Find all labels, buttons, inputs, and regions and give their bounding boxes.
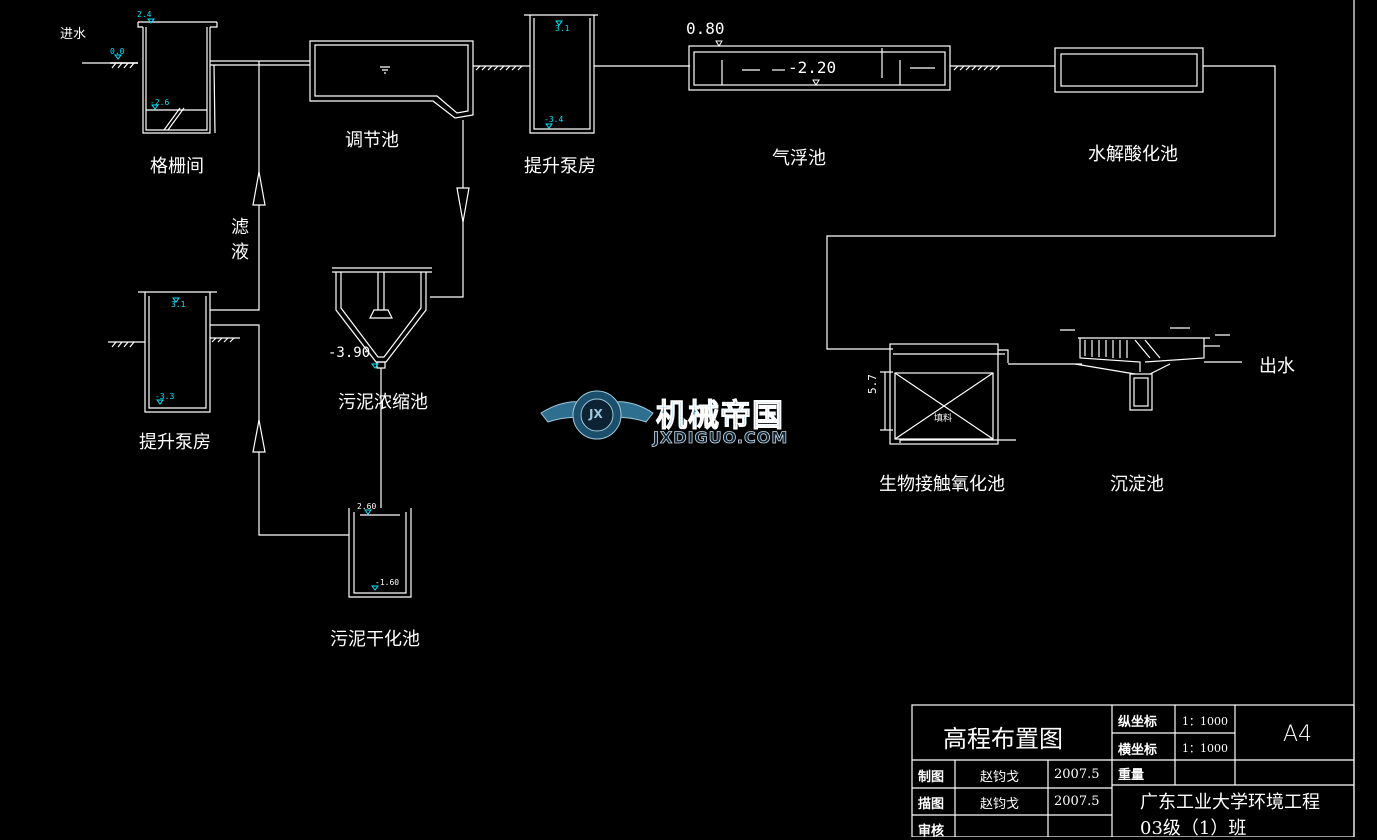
class-name: 03级（1）班 — [1140, 818, 1247, 839]
checked-label: 审核 — [918, 824, 945, 839]
sedimentation-tank-structure — [1060, 327, 1242, 411]
elev-drying-top: 2.60 — [357, 502, 377, 511]
sheet-size: A4 — [1283, 722, 1313, 747]
pipe-equalization-to-thickener — [430, 120, 470, 298]
watermark-badge: JX — [589, 407, 603, 421]
watermark-logo-graphic — [540, 390, 654, 440]
elev-bio-height: 5.7 — [866, 374, 879, 394]
pump-house-2-label: 提升泵房 — [139, 432, 211, 453]
sedimentation-tank-label: 沉淀池 — [1110, 474, 1164, 495]
pump-house-1-structure — [524, 14, 598, 134]
traced-label: 描图 — [918, 797, 945, 812]
elev-pump2-top: 3.1 — [171, 300, 186, 309]
inlet-ground — [82, 62, 138, 69]
sludge-drying-structure — [348, 508, 412, 598]
filtrate-label-1: 滤 — [231, 217, 249, 238]
drawn-date: 2007.5 — [1054, 767, 1100, 782]
elev-screen-top: 2.4 — [137, 10, 152, 19]
air-flotation-label: 气浮池 — [772, 148, 826, 169]
screen-room-label: 格栅间 — [150, 156, 204, 177]
traced-date: 2007.5 — [1054, 794, 1100, 809]
drawn-label: 制图 — [918, 770, 945, 785]
hydrolysis-tank-label: 水解酸化池 — [1088, 144, 1178, 165]
school-name: 广东工业大学环境工程 — [1140, 792, 1320, 813]
hydrolysis-tank-structure — [1054, 47, 1204, 93]
elev-screen-water: -2.6 — [150, 98, 170, 107]
weight-label: 重量 — [1118, 768, 1145, 783]
title-block-title: 高程布置图 — [943, 725, 1063, 753]
bio-contact-oxidation-label: 生物接触氧化池 — [879, 474, 1005, 495]
traced-by: 赵钧戈 — [980, 797, 1020, 812]
pipe-screen-to-equalization — [210, 60, 310, 66]
elev-thickener: -3.90 — [328, 345, 371, 361]
packing-label: 填料 — [934, 414, 953, 424]
sludge-thickener-structure — [332, 267, 432, 508]
watermark-en: JXDIGUO.COM — [653, 428, 789, 448]
pipe-drying-to-pump2 — [210, 324, 349, 536]
screen-room-structure — [137, 21, 218, 134]
title-block-grid — [911, 704, 1355, 837]
sludge-thickener-label: 污泥浓缩池 — [338, 392, 428, 413]
elev-pump1-top: 3.1 — [555, 24, 570, 33]
horizontal-scale-value: 1：1000 — [1182, 742, 1228, 755]
horizontal-scale-label: 横坐标 — [1118, 743, 1158, 758]
pump-house-1-label: 提升泵房 — [524, 156, 596, 177]
elev-ground-inlet: 0.0 — [110, 47, 125, 56]
elev-pump1-bottom: -3.4 — [544, 115, 564, 124]
elev-pump2-bottom: -3.3 — [155, 392, 175, 401]
elev-flotation-mid: -2.20 — [788, 58, 837, 77]
pipe-hydrolysis-to-bio — [826, 65, 1276, 350]
elevation-markers-white — [715, 40, 820, 86]
equalization-tank-structure — [309, 40, 474, 119]
filtrate-label-2: 液 — [231, 242, 249, 263]
vertical-scale-value: 1：1000 — [1182, 715, 1228, 728]
outlet-label: 出水 — [1259, 356, 1295, 377]
drawn-by: 赵钧戈 — [980, 770, 1020, 785]
ground-hatch-3 — [950, 65, 1055, 71]
elevation-markers — [114, 18, 563, 591]
bio-contact-oxidation-structure — [880, 343, 1016, 445]
vertical-scale-label: 纵坐标 — [1118, 715, 1158, 730]
inlet-label: 进水 — [60, 27, 87, 42]
pump-house-2-structure — [108, 291, 240, 413]
elev-flotation-left: 0.80 — [686, 19, 725, 38]
ground-hatch-2 — [473, 65, 530, 71]
air-flotation-structure — [688, 45, 951, 91]
filtrate-pipe — [210, 61, 266, 311]
elev-drying-bottom: -1.60 — [375, 578, 400, 587]
watermark-cn: 机械帝国 — [656, 398, 784, 435]
equalization-tank-label: 调节池 — [345, 130, 399, 151]
sludge-drying-label: 污泥干化池 — [330, 629, 420, 650]
